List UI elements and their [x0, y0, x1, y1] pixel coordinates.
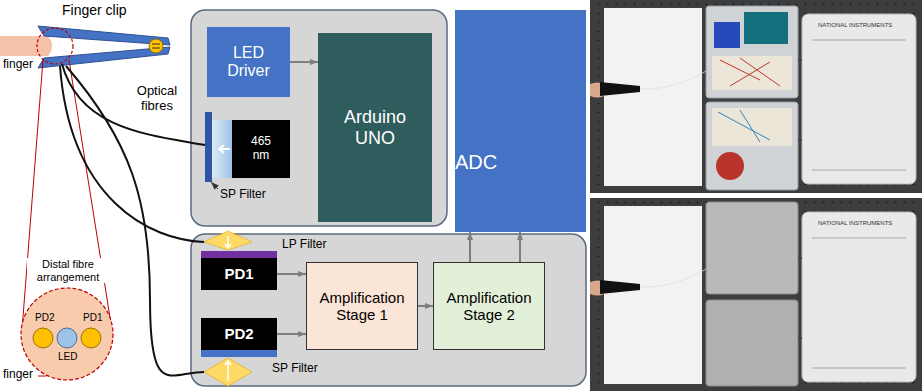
annotation-label: NATIONAL INSTRUMENTS [818, 22, 892, 29]
sp-filter-strip [201, 350, 277, 357]
adc-box: ADC [455, 10, 586, 232]
zoom-circle [37, 28, 73, 64]
distal-circle [21, 288, 113, 380]
node-label: LED Driver [214, 44, 284, 81]
annotation-label: Distal fibre arrangement [27, 258, 109, 283]
photo-bottom [590, 198, 922, 391]
node-label: PD2 [224, 325, 253, 342]
signal-arrow [290, 61, 318, 63]
annotation-label: finger [3, 368, 33, 382]
annotation-label: Finger clip [62, 2, 127, 18]
detector-panel [191, 234, 586, 386]
zoom-line [22, 60, 43, 330]
led-fibre [57, 328, 77, 348]
pd-fibre [81, 328, 101, 348]
amplifier-box: Amplification Stage 1 [306, 262, 418, 350]
leader-line [38, 376, 46, 377]
annotation-label: SP Filter [272, 362, 318, 376]
clip-spring [149, 39, 163, 53]
light-arrow [219, 145, 230, 153]
node-label: Amplification Stage 2 [439, 289, 539, 324]
annotation-label: NATIONAL INSTRUMENTS [818, 220, 892, 227]
node-label: Amplification Stage 1 [312, 289, 412, 324]
optical-fibre [62, 64, 205, 145]
controller-box: Arduino UNO [318, 33, 432, 222]
led-glow [212, 120, 232, 178]
pd-fibre [33, 328, 53, 348]
signal-arrow [519, 232, 521, 262]
driver-box: LED Driver [207, 27, 290, 97]
control-panel [191, 10, 447, 226]
light-cone [204, 231, 252, 250]
node-label: Arduino UNO [332, 107, 418, 148]
clip-spring [152, 44, 160, 48]
light-cone [204, 358, 252, 386]
lp-filter-strip [201, 251, 277, 258]
signal-arrow [469, 232, 471, 262]
led-source-box: 465 nm [232, 120, 290, 178]
node-label: PD1 [224, 265, 253, 282]
optical-fibre [66, 66, 204, 376]
annotation-label: PD2 [35, 312, 54, 324]
light-arrow [225, 361, 231, 381]
amplifier-box: Amplification Stage 2 [433, 262, 545, 350]
sp-filter-strip [205, 112, 212, 182]
signal-arrow [418, 305, 433, 307]
leader-line [211, 182, 218, 189]
signal-arrow [277, 273, 306, 275]
annotation-label: Optical fibres [122, 84, 192, 114]
photodiode-box: PD2 [201, 318, 277, 350]
photo-top [590, 0, 922, 193]
optical-fibre [60, 66, 204, 242]
node-label: ADC [455, 151, 497, 174]
annotation-label: LED [58, 351, 77, 363]
finger-shape [0, 36, 52, 56]
signal-arrow [277, 333, 306, 335]
annotation-label: finger [3, 58, 33, 72]
annotation-label: LP Filter [282, 238, 326, 252]
photodiode-box: PD1 [201, 258, 277, 290]
light-arrow [225, 236, 231, 248]
annotation-label: SP Filter [220, 188, 266, 202]
node-label: 465 nm [246, 135, 276, 163]
annotation-label: PD1 [83, 312, 102, 324]
